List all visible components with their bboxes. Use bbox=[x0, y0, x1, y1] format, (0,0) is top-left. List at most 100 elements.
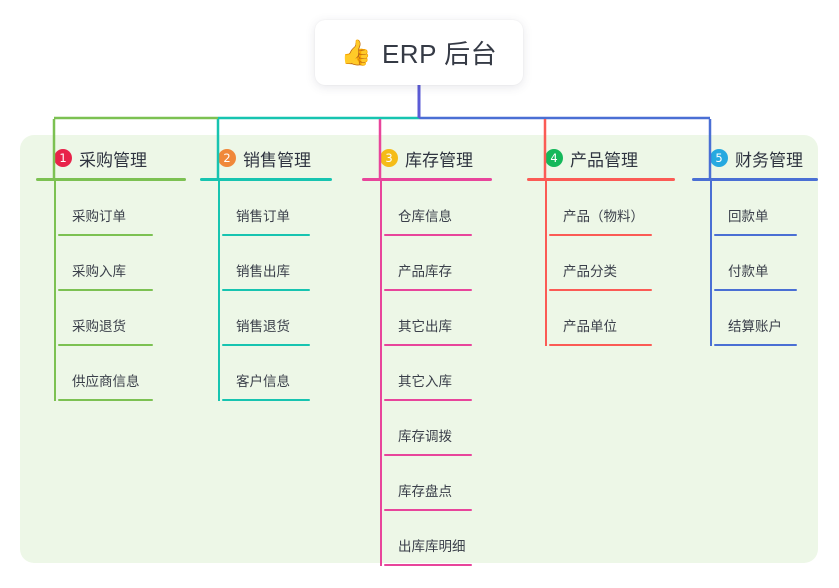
leaf-item[interactable]: 其它入库 bbox=[384, 346, 492, 401]
leaf-underline bbox=[58, 399, 153, 401]
leaf-label: 供应商信息 bbox=[72, 374, 140, 389]
branch-trunk-line bbox=[545, 181, 547, 346]
diagram-panel bbox=[20, 135, 818, 563]
leaf-list: 仓库信息产品库存其它出库其它入库库存调拨库存盘点出库库明细 bbox=[362, 181, 492, 566]
leaf-label: 产品（物料） bbox=[563, 209, 644, 224]
branch-number-badge: 3 bbox=[380, 149, 398, 167]
leaf-item[interactable]: 采购订单 bbox=[58, 181, 186, 236]
leaf-item[interactable]: 库存盘点 bbox=[384, 456, 492, 511]
leaf-label: 采购订单 bbox=[72, 209, 126, 224]
leaf-underline bbox=[384, 289, 472, 291]
branch-underline bbox=[692, 178, 818, 181]
leaf-item[interactable]: 产品（物料） bbox=[549, 181, 675, 236]
leaf-underline bbox=[222, 289, 310, 291]
thumbs-up-icon: 👍 bbox=[340, 39, 372, 67]
leaf-underline bbox=[222, 234, 310, 236]
leaf-list: 回款单付款单结算账户 bbox=[692, 181, 818, 346]
leaf-label: 产品库存 bbox=[398, 264, 452, 279]
leaf-underline bbox=[222, 344, 310, 346]
branch-header-5[interactable]: 5 财务管理 bbox=[692, 145, 818, 171]
leaf-item[interactable]: 其它出库 bbox=[384, 291, 492, 346]
branch-number-badge: 4 bbox=[545, 149, 563, 167]
leaf-underline bbox=[384, 234, 472, 236]
leaf-label: 采购入库 bbox=[72, 264, 126, 279]
leaf-label: 库存盘点 bbox=[398, 484, 452, 499]
branch-title: 库存管理 bbox=[405, 150, 473, 170]
leaf-underline bbox=[714, 289, 797, 291]
leaf-underline bbox=[58, 289, 153, 291]
leaf-underline bbox=[549, 234, 652, 236]
leaf-item[interactable]: 回款单 bbox=[714, 181, 818, 236]
branch-title: 财务管理 bbox=[735, 150, 803, 170]
leaf-label: 库存调拨 bbox=[398, 429, 452, 444]
leaf-item[interactable]: 库存调拨 bbox=[384, 401, 492, 456]
leaf-item[interactable]: 出库库明细 bbox=[384, 511, 492, 566]
leaf-underline bbox=[714, 344, 797, 346]
leaf-label: 仓库信息 bbox=[398, 209, 452, 224]
leaf-label: 采购退货 bbox=[72, 319, 126, 334]
leaf-label: 产品单位 bbox=[563, 319, 617, 334]
branch-title: 采购管理 bbox=[79, 150, 147, 170]
branch-underline bbox=[362, 178, 492, 181]
branch-column-4: 4 产品管理产品（物料） 产品分类产品单位 bbox=[527, 145, 675, 346]
leaf-item[interactable]: 付款单 bbox=[714, 236, 818, 291]
leaf-label: 其它出库 bbox=[398, 319, 452, 334]
leaf-underline bbox=[222, 399, 310, 401]
branch-header-4[interactable]: 4 产品管理 bbox=[527, 145, 675, 171]
leaf-item[interactable]: 采购退货 bbox=[58, 291, 186, 346]
leaf-label: 回款单 bbox=[728, 209, 769, 224]
leaf-item[interactable]: 产品分类 bbox=[549, 236, 675, 291]
leaf-item[interactable]: 销售订单 bbox=[222, 181, 332, 236]
leaf-label: 销售出库 bbox=[236, 264, 290, 279]
leaf-underline bbox=[58, 234, 153, 236]
leaf-label: 产品分类 bbox=[563, 264, 617, 279]
leaf-underline bbox=[384, 509, 472, 511]
leaf-label: 其它入库 bbox=[398, 374, 452, 389]
leaf-underline bbox=[384, 564, 472, 566]
leaf-label: 出库库明细 bbox=[398, 539, 466, 554]
branch-header-1[interactable]: 1 采购管理 bbox=[36, 145, 186, 171]
leaf-underline bbox=[58, 344, 153, 346]
branch-trunk-line bbox=[54, 181, 56, 401]
leaf-label: 付款单 bbox=[728, 264, 769, 279]
leaf-item[interactable]: 采购入库 bbox=[58, 236, 186, 291]
branch-column-3: 3 库存管理仓库信息产品库存其它出库其它入库库存调拨库存盘点出库库明细 bbox=[362, 145, 492, 566]
leaf-item[interactable]: 产品单位 bbox=[549, 291, 675, 346]
leaf-list: 产品（物料） 产品分类产品单位 bbox=[527, 181, 675, 346]
branch-underline bbox=[200, 178, 332, 181]
leaf-underline bbox=[384, 399, 472, 401]
branch-number-badge: 1 bbox=[54, 149, 72, 167]
branch-number-badge: 2 bbox=[218, 149, 236, 167]
leaf-label: 结算账户 bbox=[728, 319, 782, 334]
leaf-item[interactable]: 供应商信息 bbox=[58, 346, 186, 401]
branch-number-badge: 5 bbox=[710, 149, 728, 167]
leaf-item[interactable]: 仓库信息 bbox=[384, 181, 492, 236]
branch-trunk-line bbox=[710, 181, 712, 346]
root-node[interactable]: 👍 ERP 后台 bbox=[315, 20, 523, 85]
leaf-label: 销售退货 bbox=[236, 319, 290, 334]
branch-trunk-line bbox=[218, 181, 220, 401]
leaf-underline bbox=[384, 344, 472, 346]
branch-header-3[interactable]: 3 库存管理 bbox=[362, 145, 492, 171]
branch-column-1: 1 采购管理采购订单采购入库采购退货供应商信息 bbox=[36, 145, 186, 401]
leaf-item[interactable]: 销售退货 bbox=[222, 291, 332, 346]
leaf-underline bbox=[384, 454, 472, 456]
leaf-item[interactable]: 产品库存 bbox=[384, 236, 492, 291]
leaf-label: 客户信息 bbox=[236, 374, 290, 389]
leaf-list: 采购订单采购入库采购退货供应商信息 bbox=[36, 181, 186, 401]
leaf-list: 销售订单销售出库销售退货客户信息 bbox=[200, 181, 332, 401]
leaf-label: 销售订单 bbox=[236, 209, 290, 224]
leaf-item[interactable]: 结算账户 bbox=[714, 291, 818, 346]
branch-column-5: 5 财务管理回款单付款单结算账户 bbox=[692, 145, 818, 346]
leaf-item[interactable]: 销售出库 bbox=[222, 236, 332, 291]
branch-underline bbox=[527, 178, 675, 181]
leaf-item[interactable]: 客户信息 bbox=[222, 346, 332, 401]
leaf-underline bbox=[714, 234, 797, 236]
root-title: ERP 后台 bbox=[381, 39, 498, 69]
branch-title: 产品管理 bbox=[570, 150, 638, 170]
branch-underline bbox=[36, 178, 186, 181]
leaf-underline bbox=[549, 289, 652, 291]
